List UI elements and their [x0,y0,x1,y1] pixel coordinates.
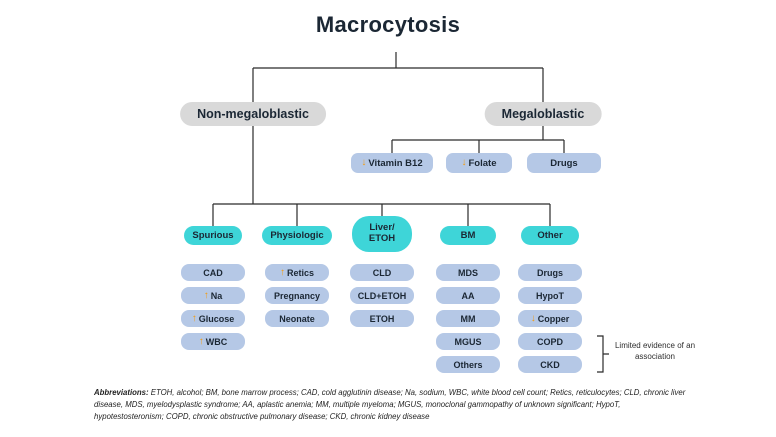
note-limited-evidence: Limited evidence of an association [614,341,696,361]
node-label: WBC [205,336,228,347]
node-label: Folate [468,157,497,169]
category-label-line2: ETOH [368,233,396,244]
branch-label: Non-megaloblastic [197,107,309,121]
node-copd: COPD [518,333,582,350]
node-retics: ↑ Retics [265,264,329,281]
node-label: CAD [203,267,223,278]
node-drugs-megaloblastic: Drugs [527,153,601,173]
limited-evidence-bracket [597,335,609,373]
abbreviations-text: ETOH, alcohol; BM, bone marrow process; … [94,388,686,422]
node-label: HypoT [536,290,564,301]
node-etoh: ETOH [350,310,414,327]
category-liver-etoh: Liver/ ETOH [352,216,412,252]
node-label: Na [210,290,223,301]
node-label: Others [453,359,483,370]
node-aa: AA [436,287,500,304]
category-label-line1: Liver/ [369,222,395,234]
node-label: MM [460,313,476,324]
node-drugs-other: Drugs [518,264,582,281]
node-label: Glucose [198,313,235,324]
down-arrow-icon: ↓ [361,157,367,168]
node-label: AA [461,290,475,301]
category-physiologic: Physiologic [262,226,332,245]
node-label: Pregnancy [273,290,321,301]
node-label: COPD [536,336,563,347]
node-label: MGUS [454,336,482,347]
branch-megaloblastic: Megaloblastic [484,102,602,126]
category-label: Other [537,230,563,241]
node-pregnancy: Pregnancy [265,287,329,304]
node-hypot: HypoT [518,287,582,304]
node-mm: MM [436,310,500,327]
node-label: CLD [372,267,392,278]
category-label: Spurious [192,230,234,241]
node-label: Neonate [279,313,315,324]
up-arrow-icon: ↑ [191,312,197,324]
node-glucose: ↑ Glucose [181,310,245,327]
up-arrow-icon: ↑ [203,289,209,301]
node-neonate: Neonate [265,310,329,327]
category-bm: BM [440,226,496,245]
up-arrow-icon: ↑ [198,335,204,347]
up-arrow-icon: ↑ [279,266,285,278]
category-label: Physiologic [270,230,324,241]
node-mds: MDS [436,264,500,281]
node-label: Vitamin B12 [368,157,423,169]
abbreviations-label: Abbreviations: [94,388,149,397]
node-ckd: CKD [518,356,582,373]
node-label: ETOH [369,313,395,324]
node-label: Drugs [536,267,563,278]
node-folate: ↓ Folate [446,153,512,173]
diagram-title: Macrocytosis [315,12,461,37]
category-label: BM [460,230,476,241]
abbreviations-footer: Abbreviations: ETOH, alcohol; BM, bone m… [94,387,692,423]
node-label: CKD [540,359,560,370]
node-label: MDS [458,267,478,278]
down-arrow-icon: ↓ [530,312,536,324]
branch-non-megaloblastic: Non-megaloblastic [180,102,326,126]
category-spurious: Spurious [184,226,242,245]
node-wbc: ↑ WBC [181,333,245,350]
node-copper: ↓ Copper [518,310,582,327]
node-cld-etoh: CLD+ETOH [350,287,414,304]
node-cad: CAD [181,264,245,281]
node-label: Retics [286,267,314,278]
node-label: CLD+ETOH [357,290,407,301]
node-label: Copper [537,313,570,324]
node-mgus: MGUS [436,333,500,350]
branch-label: Megaloblastic [501,107,585,121]
node-vitamin-b12: ↓ Vitamin B12 [351,153,433,173]
node-others: Others [436,356,500,373]
category-other: Other [521,226,579,245]
node-label: Drugs [550,157,578,169]
down-arrow-icon: ↓ [461,157,467,168]
node-cld: CLD [350,264,414,281]
node-na: ↑ Na [181,287,245,304]
